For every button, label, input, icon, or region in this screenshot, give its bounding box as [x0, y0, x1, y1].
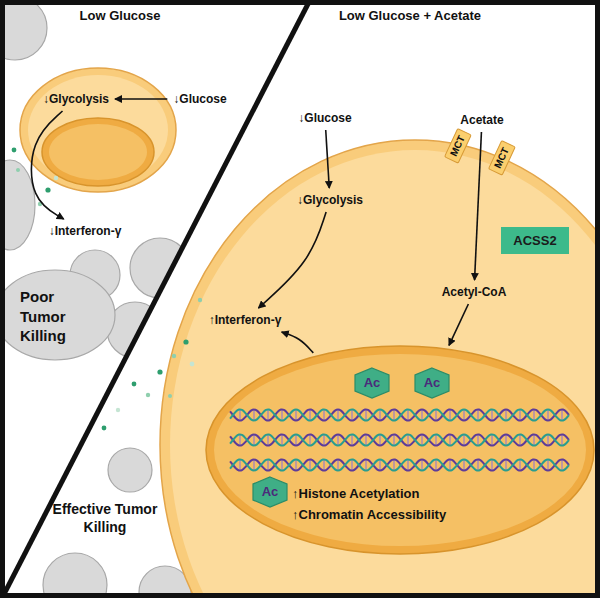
panel-title: Low Glucose + Acetate [330, 8, 490, 25]
flow-arrow [115, 98, 167, 100]
left-panel [0, 0, 190, 360]
enzyme-box: ACSS2 [501, 227, 568, 254]
outcome-label: Poor Tumor Killing [20, 287, 95, 346]
node-text: Ac [414, 367, 450, 399]
nucleus-outline [205, 345, 595, 555]
panel-title: Low Glucose [60, 8, 180, 25]
flow-arrow [326, 130, 330, 188]
cytokine-dots [102, 298, 203, 431]
node-text: ACSS2 [513, 233, 556, 248]
t-cell [160, 140, 600, 598]
flow-arrow [31, 111, 63, 219]
right-panel [43, 140, 600, 598]
cytokine-label: ↓Interferon-γ [46, 222, 125, 240]
cytokine-dots [12, 148, 59, 207]
outcome-label: Effective Tumor Killing [45, 500, 165, 536]
node-text: Ac [252, 476, 288, 508]
metabolite-label: Acetyl-CoA [439, 283, 510, 301]
acetyl-mark: Ac [252, 476, 288, 508]
node-text: ↓Interferon-γ [49, 224, 122, 238]
metabolite-label: ↓Glucose [170, 90, 229, 108]
flow-arrow [475, 132, 482, 280]
flow-arrow [449, 304, 468, 345]
metabolite-label: ↓Glucose [295, 109, 354, 127]
nucleus: ↑Histone Acetylation↑Chromatin Accessibi… [205, 345, 595, 555]
flow-arrow [282, 332, 314, 353]
metabolite-label: Acetate [457, 111, 506, 129]
node-text: ↑Histone Acetylation [292, 483, 595, 504]
acetyl-mark: Ac [354, 367, 390, 399]
node-text: Acetate [460, 113, 503, 127]
node-text: ↓Glycolysis [297, 193, 363, 207]
frame [3, 3, 598, 596]
node-text: ↑Interferon-γ [209, 313, 282, 327]
node-text: Ac [354, 367, 390, 399]
node-text: ↑Chromatin Accessibility [292, 504, 595, 525]
acetyl-mark: Ac [414, 367, 450, 399]
pathway-label: ↓Glycolysis [294, 191, 366, 209]
node-text: ↓Glucose [298, 111, 351, 125]
tumor-cells [0, 0, 190, 360]
node-text: ↓Glucose [173, 92, 226, 106]
pathway-label: ↓Glycolysis [40, 90, 112, 108]
dna-strands [230, 409, 569, 471]
flow-arrow [258, 212, 326, 308]
node-text: Acetyl-CoA [442, 285, 507, 299]
cytokine-label: ↑Interferon-γ [206, 311, 285, 329]
node-text: ↓Glycolysis [43, 92, 109, 106]
